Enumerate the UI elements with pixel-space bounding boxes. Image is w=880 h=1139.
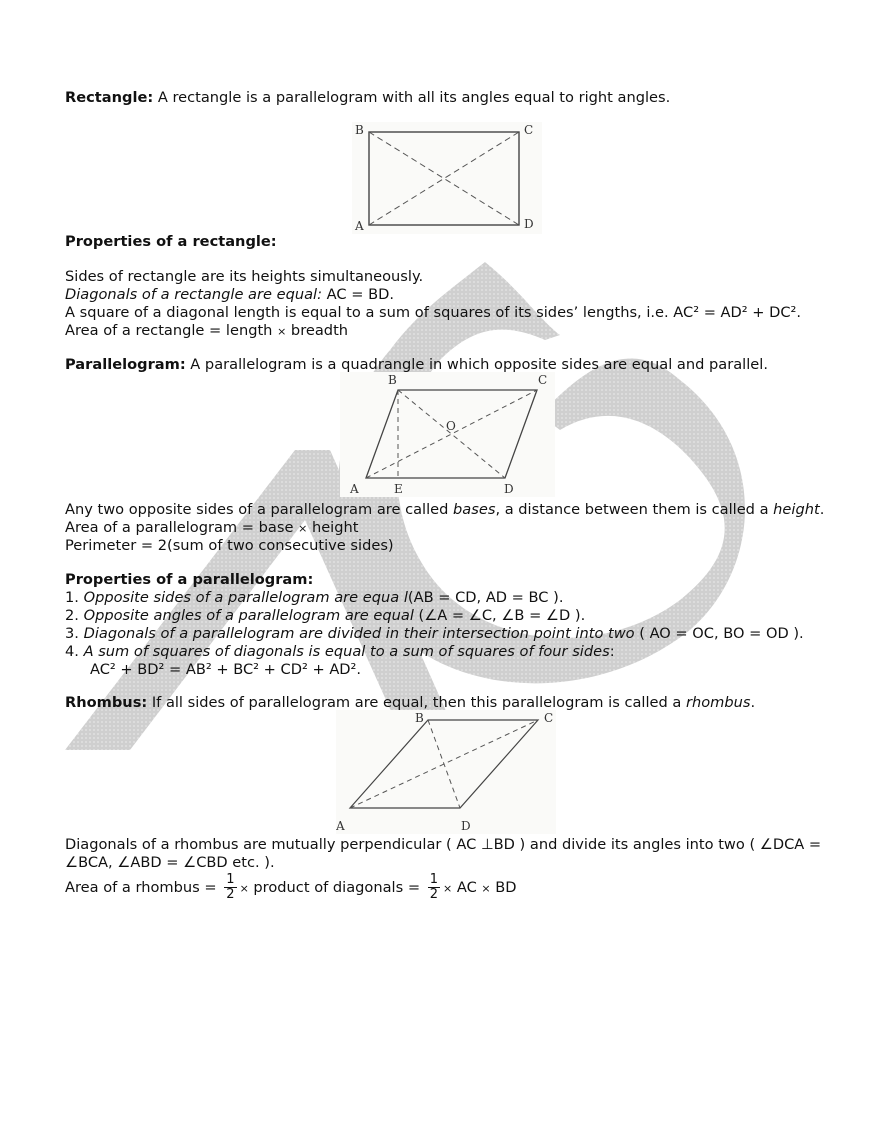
rectangle-definition: Rectangle: A rectangle is a parallelogra…	[65, 89, 671, 106]
rectangle-property-1: Sides of rectangle are its heights simul…	[65, 268, 424, 285]
parallelogram-property-1: 1. Opposite sides of a parallelogram are…	[65, 589, 564, 606]
times-symbol: ×	[277, 325, 287, 338]
parallelogram-property-2: 2. Opposite angles of a parallelogram ar…	[65, 607, 586, 624]
rhombus-diagonals-line2: ∠BCA, ∠ABD = ∠CBD etc. ).	[65, 854, 275, 871]
parallelogram-bases-text: Any two opposite sides of a parallelogra…	[65, 501, 825, 518]
vertex-label-a: A	[354, 219, 364, 233]
parallelogram-properties-heading: Properties of a parallelogram:	[65, 571, 314, 588]
vertex-label-c: C	[544, 711, 553, 725]
foot-label-e: E	[394, 482, 403, 496]
rhombus-diagonals-line1: Diagonals of a rhombus are mutually perp…	[65, 836, 822, 853]
vertex-label-c: C	[538, 373, 547, 387]
rhombus-figure: B C A D	[335, 710, 556, 838]
parallelogram-figure: B C O A E D	[340, 372, 555, 501]
rectangle-properties-heading: Properties of a rectangle:	[65, 233, 277, 250]
vertex-label-d: D	[504, 482, 514, 496]
vertex-label-a: A	[349, 482, 359, 496]
parallelogram-perimeter: Perimeter = 2(sum of two consecutive sid…	[65, 537, 394, 554]
rectangle-heading: Rectangle:	[65, 89, 154, 106]
intersection-label-o: O	[446, 419, 456, 433]
parallelogram-area: Area of a parallelogram = base × height	[65, 519, 359, 536]
vertex-label-d: D	[461, 819, 471, 833]
rectangle-area: Area of a rectangle = length × breadth	[65, 322, 349, 339]
vertex-label-a: A	[336, 819, 345, 833]
rectangle-property-3: A square of a diagonal length is equal t…	[65, 304, 802, 321]
rectangle-figure: B C A D	[352, 122, 542, 238]
vertex-label-b: B	[355, 123, 364, 137]
vertex-label-b: B	[388, 373, 397, 387]
vertex-label-c: C	[524, 123, 533, 137]
parallelogram-property-3: 3. Diagonals of a parallelogram are divi…	[65, 625, 804, 642]
parallelogram-property-4: 4. A sum of squares of diagonals is equa…	[65, 643, 615, 660]
vertex-label-b: B	[415, 711, 424, 725]
rectangle-property-2: Diagonals of a rectangle are equal: AC =…	[65, 286, 394, 303]
rhombus-heading: Rhombus:	[65, 694, 148, 711]
parallelogram-formula: AC² + BD² = AB² + BC² + CD² + AD².	[90, 661, 362, 678]
parallelogram-heading: Parallelogram:	[65, 356, 186, 373]
vertex-label-d: D	[524, 217, 534, 231]
